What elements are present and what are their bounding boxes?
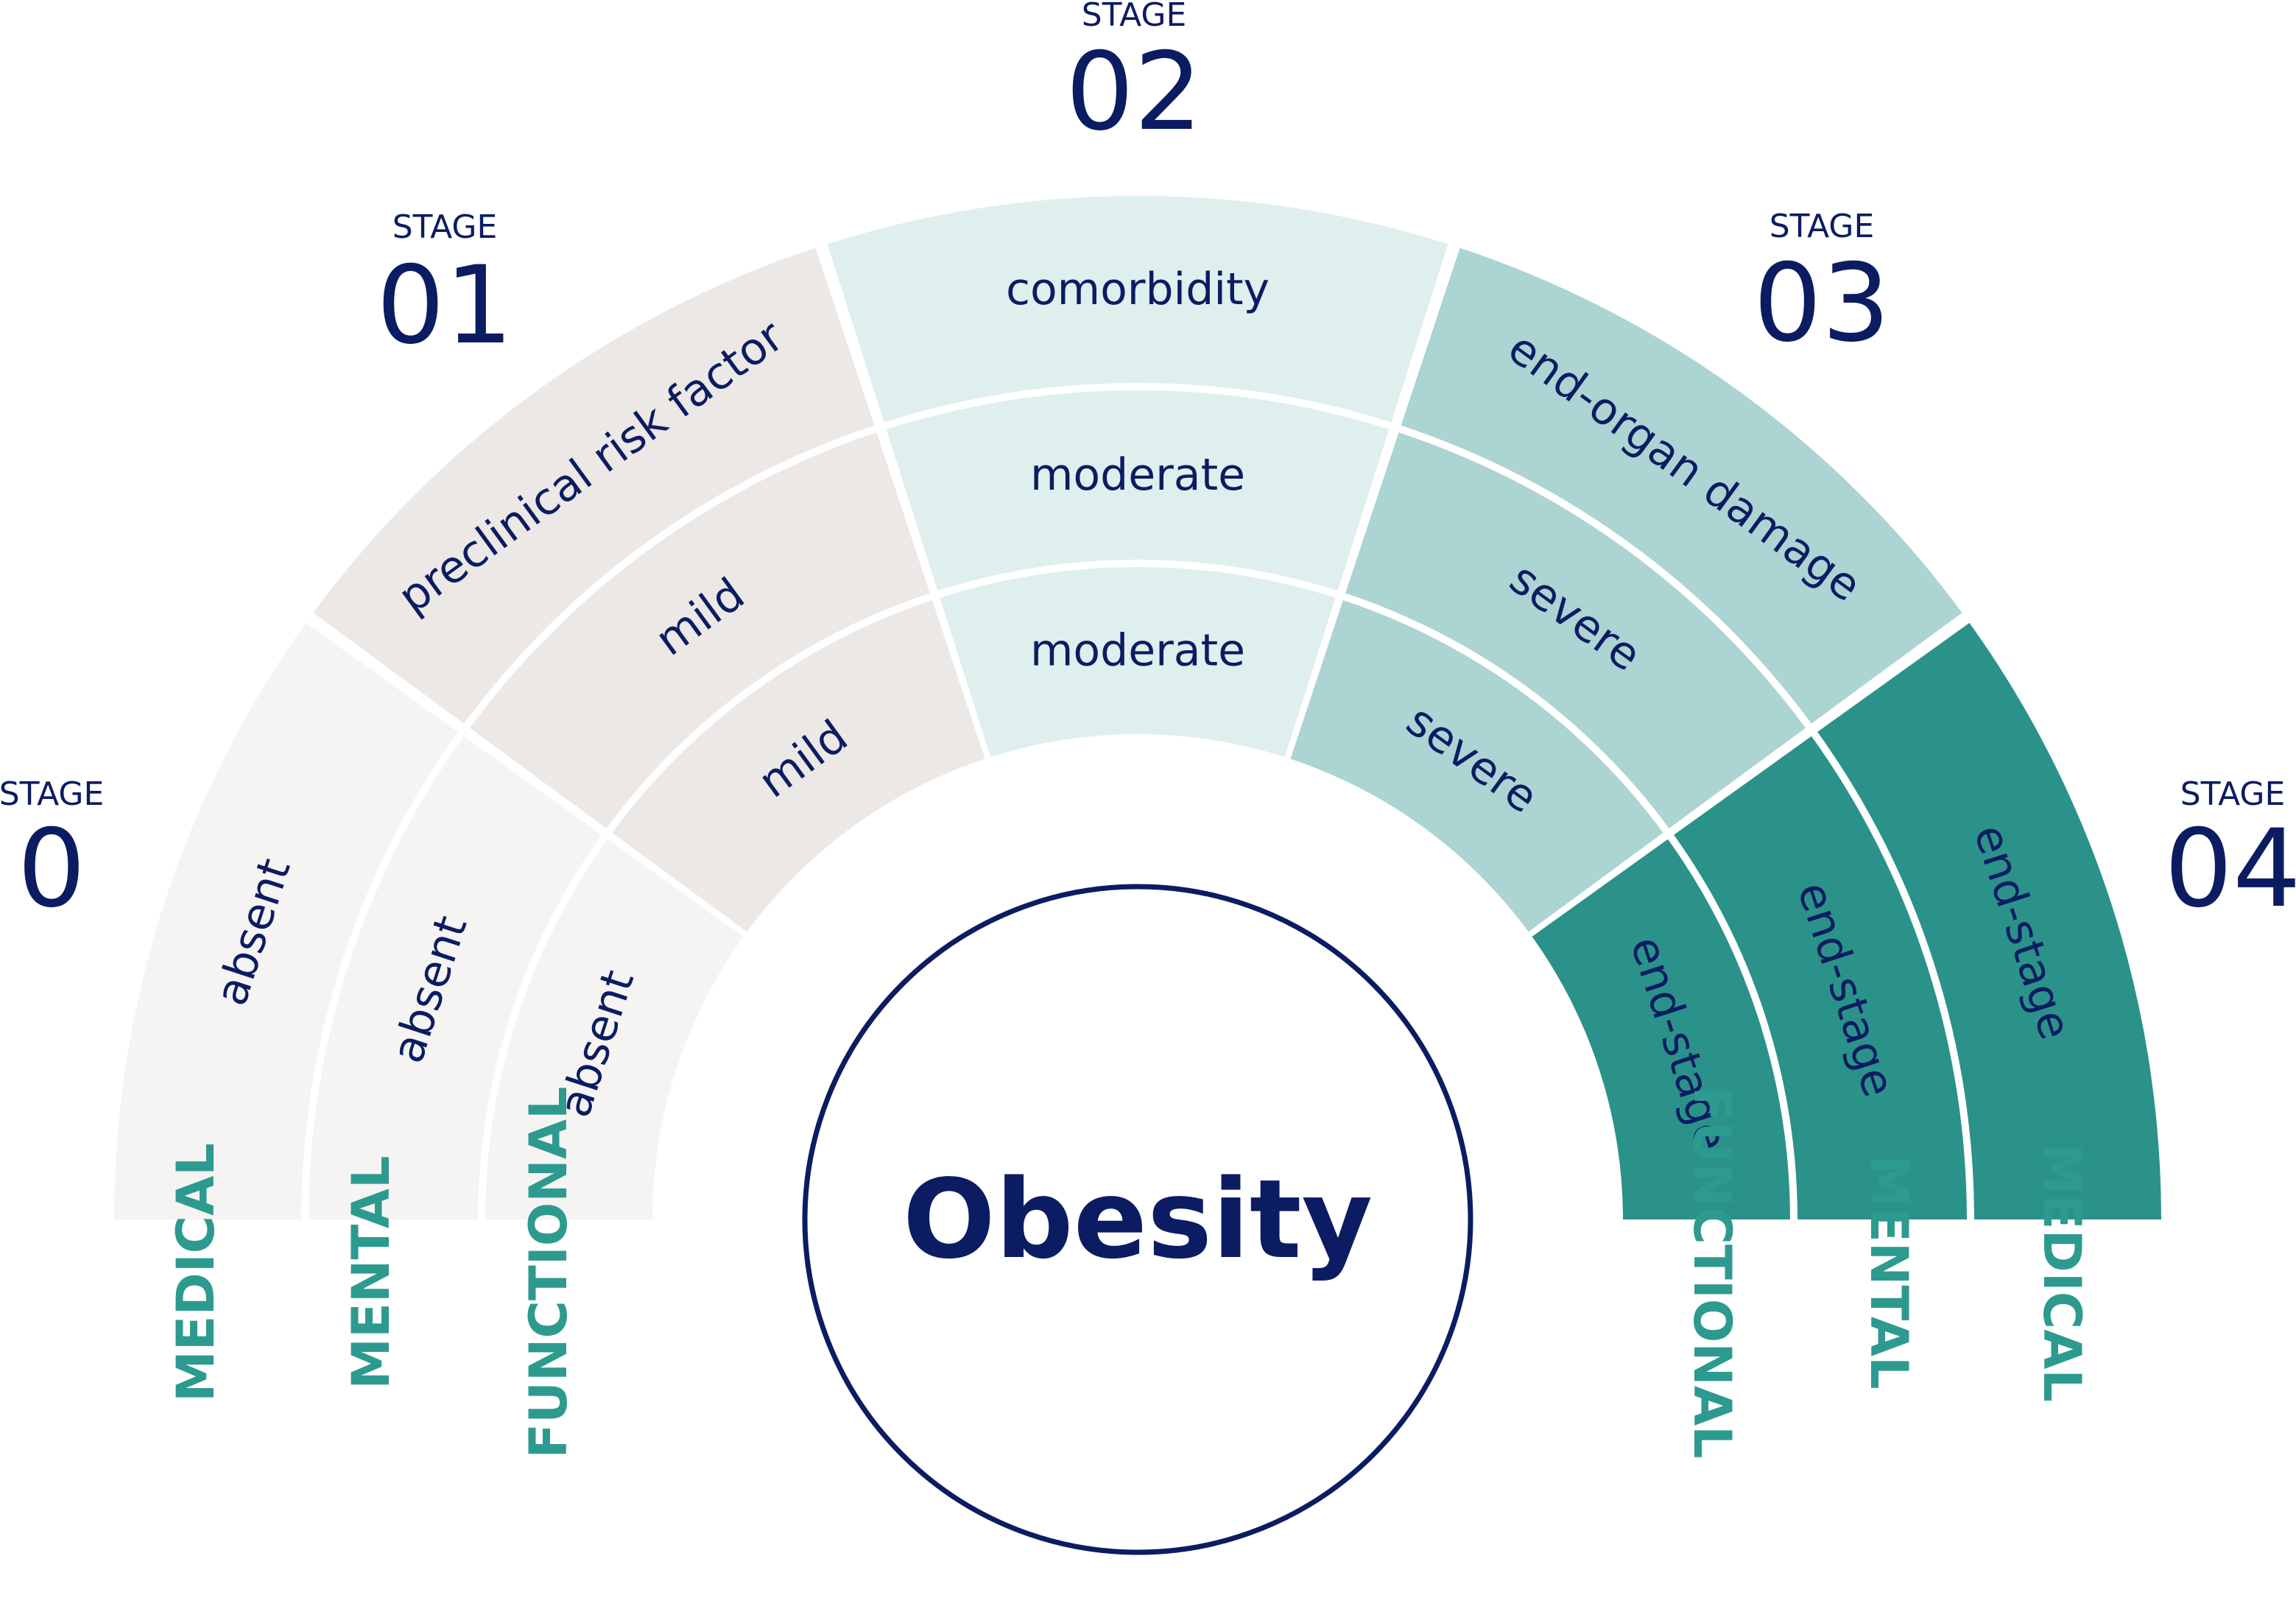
segment-medical-stage-0 bbox=[114, 622, 458, 1219]
stage-header-0: STAGE 0 bbox=[0, 775, 104, 932]
stage-04-number: 04 bbox=[2164, 806, 2296, 932]
segment-mental-stage-0 bbox=[309, 736, 602, 1219]
segment-medical-stage-4 bbox=[1817, 622, 2161, 1219]
label-mental-stage-2: moderate bbox=[1030, 449, 1245, 501]
center-circle bbox=[802, 884, 1473, 1555]
segment-mental-stage-3 bbox=[1345, 432, 1806, 828]
domain-right-medical: MEDICAL bbox=[2032, 1143, 2092, 1402]
stage-01-label: STAGE bbox=[392, 208, 498, 246]
domain-right-mental: MENTAL bbox=[1859, 1155, 1919, 1389]
segment-mental-stage-1 bbox=[470, 432, 930, 828]
stage-01-number: 01 bbox=[376, 243, 513, 368]
stage-header-04: STAGE 04 bbox=[2164, 775, 2296, 932]
stage-0-label: STAGE bbox=[0, 775, 104, 813]
label-functional-stage-2: moderate bbox=[1030, 625, 1245, 677]
center-title: Obesity bbox=[903, 1156, 1373, 1283]
stage-04-label: STAGE bbox=[2180, 775, 2286, 813]
segment-functional-stage-3 bbox=[1290, 600, 1663, 932]
ring-segments bbox=[114, 196, 2161, 1219]
stage-0-number: 0 bbox=[18, 806, 86, 932]
stage-header-03: STAGE 03 bbox=[1753, 208, 1890, 366]
segment-mental-stage-4 bbox=[1674, 736, 1967, 1219]
segment-functional-stage-1 bbox=[612, 600, 985, 932]
stage-02-label: STAGE bbox=[1082, 0, 1187, 34]
segment-functional-stage-4 bbox=[1532, 839, 1790, 1219]
segment-functional-stage-2 bbox=[940, 567, 1336, 758]
domain-left-medical: MEDICAL bbox=[166, 1143, 226, 1402]
segment-mental-stage-2 bbox=[886, 390, 1390, 591]
stage-03-label: STAGE bbox=[1769, 208, 1875, 245]
stage-header-01: STAGE 01 bbox=[376, 208, 513, 368]
segment-medical-stage-3 bbox=[1401, 247, 1962, 724]
stage-header-02: STAGE 02 bbox=[1066, 0, 1202, 155]
domain-left-functional: FUNCTIONAL bbox=[518, 1086, 579, 1458]
segment-medical-stage-2 bbox=[827, 196, 1448, 423]
segment-functional-stage-0 bbox=[485, 839, 744, 1219]
segment-medical-stage-1 bbox=[313, 247, 875, 724]
label-medical-stage-2: comorbidity bbox=[1006, 264, 1270, 315]
stage-02-number: 02 bbox=[1066, 29, 1202, 155]
domain-right-functional: FUNCTIONAL bbox=[1682, 1086, 1742, 1458]
stage-03-number: 03 bbox=[1753, 241, 1890, 366]
domain-left-mental: MENTAL bbox=[341, 1155, 401, 1389]
